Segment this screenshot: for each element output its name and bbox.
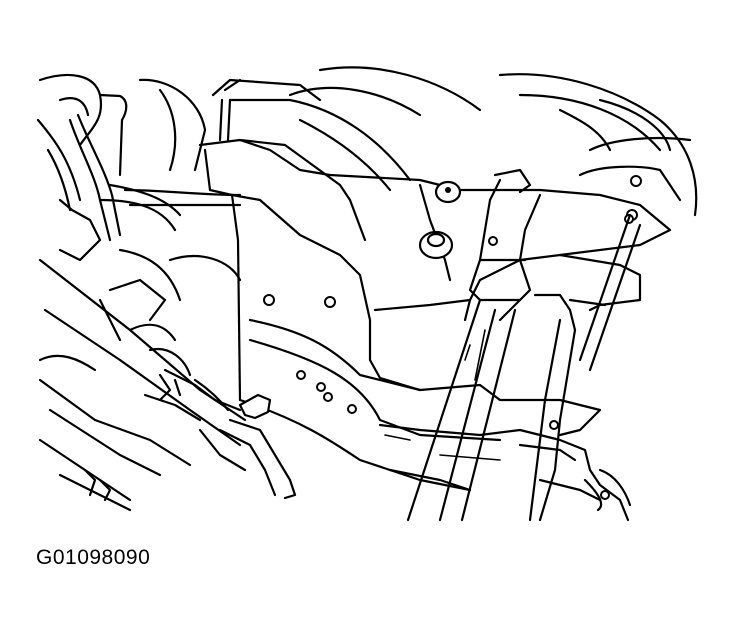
main-bracket bbox=[198, 98, 672, 522]
long-pipes bbox=[406, 213, 642, 522]
mounting-bolts bbox=[263, 180, 634, 500]
pipe-clip bbox=[198, 393, 297, 500]
right-background-parts bbox=[498, 73, 698, 221]
strap-bracket bbox=[463, 168, 577, 332]
figure-code-label: G01098090 bbox=[36, 546, 151, 569]
lower-right-panel bbox=[384, 434, 602, 502]
left-pipes bbox=[38, 113, 247, 512]
left-background-parts bbox=[36, 66, 482, 212]
